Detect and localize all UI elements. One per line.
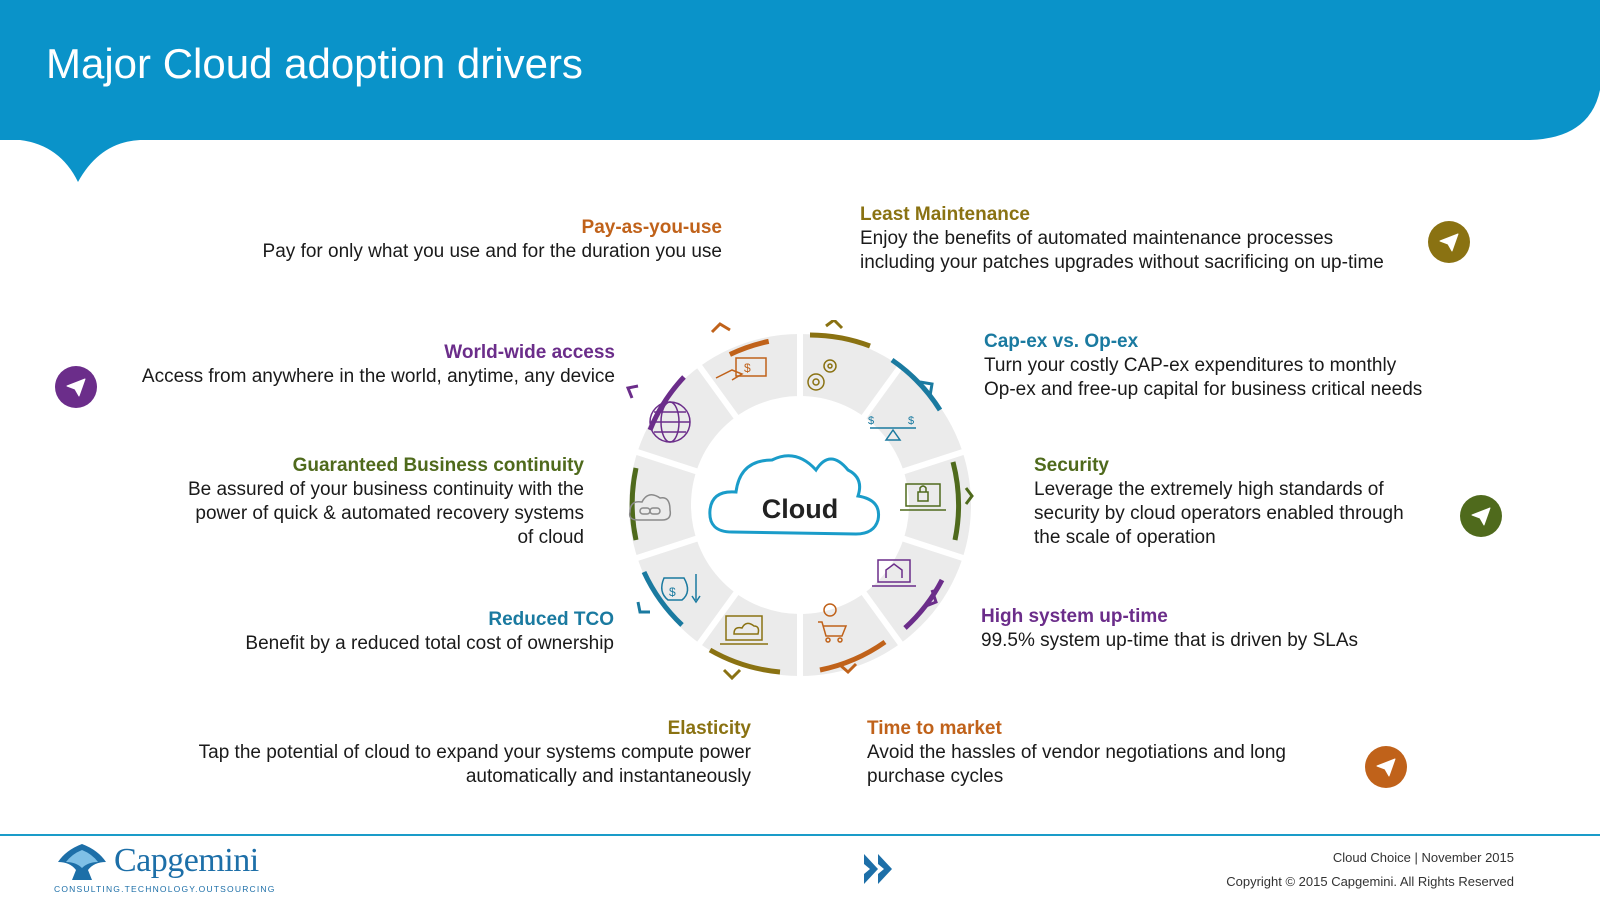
capgemini-logo: Capgemini CONSULTING.TECHNOLOGY.OUTSOURC… [54, 842, 274, 894]
laptop-lock-icon [900, 483, 946, 511]
next-slide-arrows-icon[interactable] [862, 852, 898, 886]
svg-text:$: $ [908, 415, 914, 427]
arc-capex [890, 357, 943, 412]
paper-plane-icon [1439, 233, 1459, 252]
balance-scale-icon: $ $ [868, 415, 916, 441]
driver-title: Least Maintenance [860, 204, 1030, 225]
chevron-icon [925, 589, 938, 608]
driver-description: Avoid the hassles of vendor negotiations… [867, 742, 1287, 763]
paper-plane-icon [1376, 758, 1396, 777]
driver-title: Cap-ex vs. Op-ex [984, 331, 1139, 352]
paper-plane-badge[interactable] [1460, 495, 1502, 537]
arc-uptime [903, 578, 945, 630]
driver-description: Benefit by a reduced total cost of owner… [245, 633, 614, 654]
driver-description: Enjoy the benefits of automated maintena… [860, 228, 1334, 249]
chevron-icon [636, 601, 650, 614]
svg-text:$: $ [669, 585, 676, 599]
chevron-icon [710, 322, 731, 334]
driver-description: the scale of operation [1034, 527, 1216, 548]
header-banner [0, 0, 1600, 182]
driver-description: 99.5% system up-time that is driven by S… [981, 630, 1358, 651]
cloud-icon [708, 454, 881, 536]
driver-description: Tap the potential of cloud to expand you… [198, 742, 751, 763]
spade-logo-icon [58, 844, 106, 880]
arc-maintenance [809, 332, 871, 349]
driver-description: power of quick & automated recovery syst… [195, 503, 584, 524]
arc-pay [728, 338, 770, 357]
svg-text:$: $ [744, 361, 751, 375]
driver-high-uptime: High system up-time 99.5% system up-time… [981, 605, 1358, 653]
driver-description: Be assured of your business continuity w… [187, 479, 584, 500]
driver-title: Security [1034, 455, 1109, 476]
cloud-label: Cloud [761, 494, 839, 524]
copyright-text: Copyright © 2015 Capgemini. All Rights R… [1226, 874, 1514, 889]
arc-tco [641, 570, 684, 627]
driver-title: Guaranteed Business continuity [292, 455, 584, 476]
driver-description: of cloud [517, 527, 584, 548]
driver-description: security by cloud operators enabled thro… [1034, 503, 1404, 524]
driver-title: Pay-as-you-use [581, 217, 722, 238]
chevron-icon [625, 384, 639, 399]
slide-header: Major Cloud adoption drivers [0, 0, 1600, 182]
paper-plane-icon [66, 378, 86, 397]
driver-reduced-tco: Reduced TCO Benefit by a reduced total c… [245, 608, 614, 656]
svg-text:$: $ [868, 415, 874, 427]
logo-tagline: CONSULTING.TECHNOLOGY.OUTSOURCING [54, 884, 276, 894]
driver-description: Op-ex and free-up capital for business c… [984, 379, 1423, 400]
arc-market [819, 639, 887, 673]
driver-description: Pay for only what you use and for the du… [262, 241, 722, 262]
chevron-icon [722, 668, 742, 681]
driver-title: High system up-time [981, 606, 1168, 627]
cloud-link-icon [628, 494, 672, 521]
footer-info: Cloud Choice | November 2015 Copyright ©… [1226, 846, 1514, 894]
laptop-upload-icon [872, 559, 916, 587]
driver-time-to-market: Time to market Avoid the hassles of vend… [867, 717, 1286, 789]
logo-wordmark: Capgemini [114, 842, 259, 879]
driver-description: Turn your costly CAP-ex expenditures to … [984, 355, 1397, 376]
shopping-cart-clock-icon [818, 603, 848, 643]
driver-description: including your patches upgrades without … [860, 252, 1384, 273]
driver-title: Elasticity [667, 718, 751, 739]
globe-icon [649, 401, 691, 443]
arc-elasticity [708, 647, 781, 675]
chevron-icon [919, 380, 934, 397]
driver-title: World-wide access [444, 342, 615, 363]
slide-title: Major Cloud adoption drivers [46, 40, 583, 87]
paper-plane-badge[interactable] [1365, 746, 1407, 788]
gears-icon [807, 359, 837, 391]
driver-description: automatically and instantaneously [465, 766, 751, 787]
driver-title: Time to market [867, 718, 1002, 739]
driver-least-maintenance: Least Maintenance Enjoy the benefits of … [860, 203, 1384, 275]
footer-divider [0, 834, 1600, 836]
driver-pay-as-you-use: Pay-as-you-use Pay for only what you use… [263, 216, 722, 264]
driver-description: purchase cycles [867, 766, 1004, 787]
driver-security: Security Leverage the extremely high sta… [1034, 454, 1404, 550]
chevron-icon [839, 662, 858, 675]
laptop-cloud-icon [720, 615, 768, 645]
driver-elasticity: Elasticity Tap the potential of cloud to… [199, 717, 751, 789]
paper-plane-icon [1471, 507, 1491, 526]
driver-world-wide-access: World-wide access Access from anywhere i… [142, 341, 615, 389]
chevron-icon [964, 487, 974, 505]
driver-business-continuity: Guaranteed Business continuity Be assure… [188, 454, 584, 550]
driver-capex-vs-opex: Cap-ex vs. Op-ex Turn your costly CAP-ex… [984, 330, 1422, 402]
cloud-drivers-wheel: $ $ $ [625, 320, 974, 681]
arc-security [950, 461, 961, 541]
paper-plane-badge[interactable] [55, 366, 97, 408]
payment-hand-icon: $ [715, 357, 767, 381]
driver-description: Access from anywhere in the world, anyti… [141, 366, 615, 387]
document-info: Cloud Choice | November 2015 [1332, 850, 1514, 865]
chevron-icon [825, 320, 844, 330]
money-bag-icon: $ [661, 574, 701, 604]
driver-description: Leverage the extremely high standards of [1034, 479, 1384, 500]
driver-title: Reduced TCO [488, 609, 614, 630]
paper-plane-badge[interactable] [1428, 221, 1470, 263]
arc-worldwide [647, 375, 686, 431]
